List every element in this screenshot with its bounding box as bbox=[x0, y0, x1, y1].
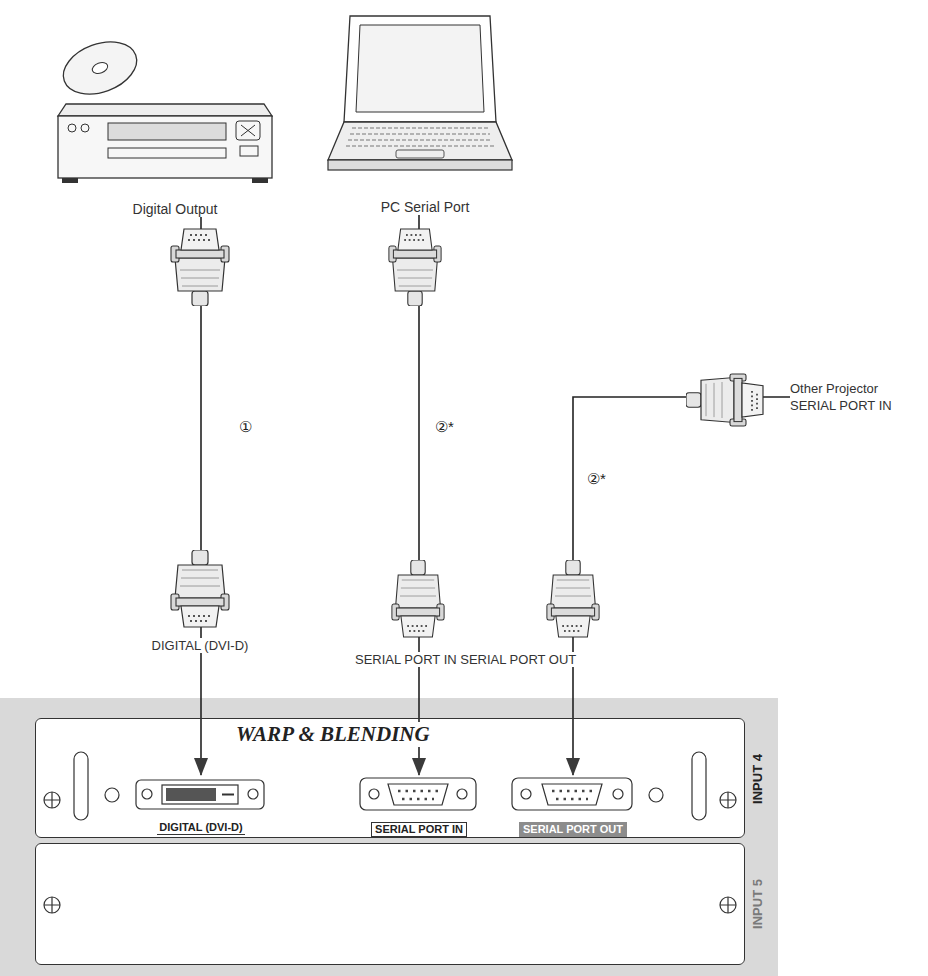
slot-fill bbox=[35, 718, 745, 838]
serial-out-port bbox=[512, 778, 632, 810]
dvd-player bbox=[56, 32, 272, 183]
node-text: INPUT 4 bbox=[750, 754, 765, 804]
computer-device: PC Serial Port bbox=[330, 10, 520, 215]
dvi-port bbox=[136, 780, 264, 809]
callout-number: ① bbox=[236, 418, 255, 436]
source-device: Digital Output bbox=[55, 35, 295, 217]
panel-details bbox=[44, 752, 736, 913]
input-slot: WARP & BLENDINGINPUT 4DIGITAL (DVI-D)SER… bbox=[35, 718, 745, 838]
node-text: INPUT 5 bbox=[750, 879, 765, 929]
node-text: DIGITAL (DVI-D) bbox=[157, 821, 244, 835]
node-text: SERIAL PORT IN bbox=[371, 822, 467, 837]
serial-in-port: SERIAL PORT IN bbox=[359, 775, 479, 837]
cable-plugs bbox=[171, 229, 763, 637]
other-projector: Other Projector SERIAL PORT IN bbox=[790, 380, 922, 414]
dvi-input-port: DIGITAL (DVI-D) bbox=[136, 775, 266, 835]
slot-fill bbox=[35, 843, 745, 965]
node-text: Digital Output bbox=[130, 201, 221, 217]
node-text: WARP & BLENDING bbox=[232, 722, 434, 747]
node-text: Other Projector SERIAL PORT IN bbox=[790, 380, 922, 414]
connector-label: DIGITAL (DVI-D) bbox=[149, 638, 252, 653]
connector-label: SERIAL PORT IN SERIAL PORT OUT bbox=[352, 652, 579, 667]
input-slot: INPUT 5 bbox=[35, 843, 745, 965]
callout-number: ②* bbox=[432, 418, 457, 436]
serial-in-port bbox=[360, 778, 476, 810]
node-text: SERIAL PORT OUT bbox=[519, 822, 627, 837]
node-text: PC Serial Port bbox=[378, 199, 473, 215]
callout-number: ②* bbox=[584, 470, 609, 488]
laptop bbox=[328, 16, 512, 170]
projector-panel bbox=[0, 698, 778, 976]
serial-out-port: SERIAL PORT OUT bbox=[510, 775, 636, 837]
